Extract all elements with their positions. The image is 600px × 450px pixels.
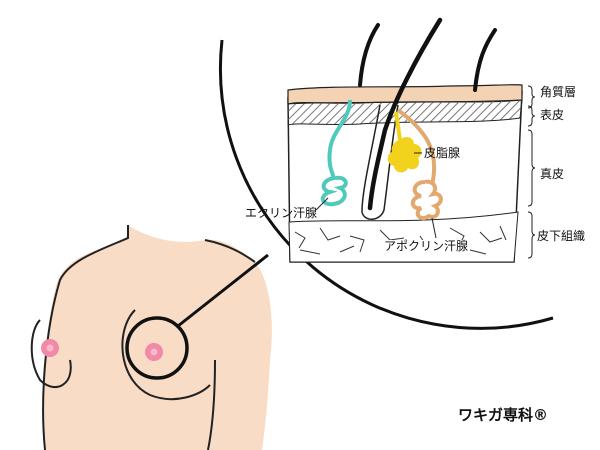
label-dermis: 真皮 <box>540 167 565 181</box>
magnified-arc <box>218 39 554 330</box>
pointer-line <box>177 253 269 328</box>
torso <box>43 225 272 450</box>
label-stratum-corneum: 角質層 <box>540 85 577 99</box>
skin-cross-section <box>287 17 536 263</box>
sebaceous-gland-shape <box>387 137 422 173</box>
eccrine-gland-shape <box>320 99 352 207</box>
label-eccrine-gland: エクリン汗腺 <box>245 206 318 220</box>
magnifier-ring <box>125 316 189 380</box>
label-sebaceous-gland: 皮脂腺 <box>424 146 461 160</box>
apocrine-gland-shape <box>410 179 443 221</box>
label-epidermis: 表皮 <box>540 108 565 122</box>
label-apocrine-gland: アポクリン汗腺 <box>384 239 469 253</box>
label-subcutaneous: 皮下組織 <box>537 229 586 243</box>
brand-logo-text: ワキガ専科® <box>458 406 549 424</box>
